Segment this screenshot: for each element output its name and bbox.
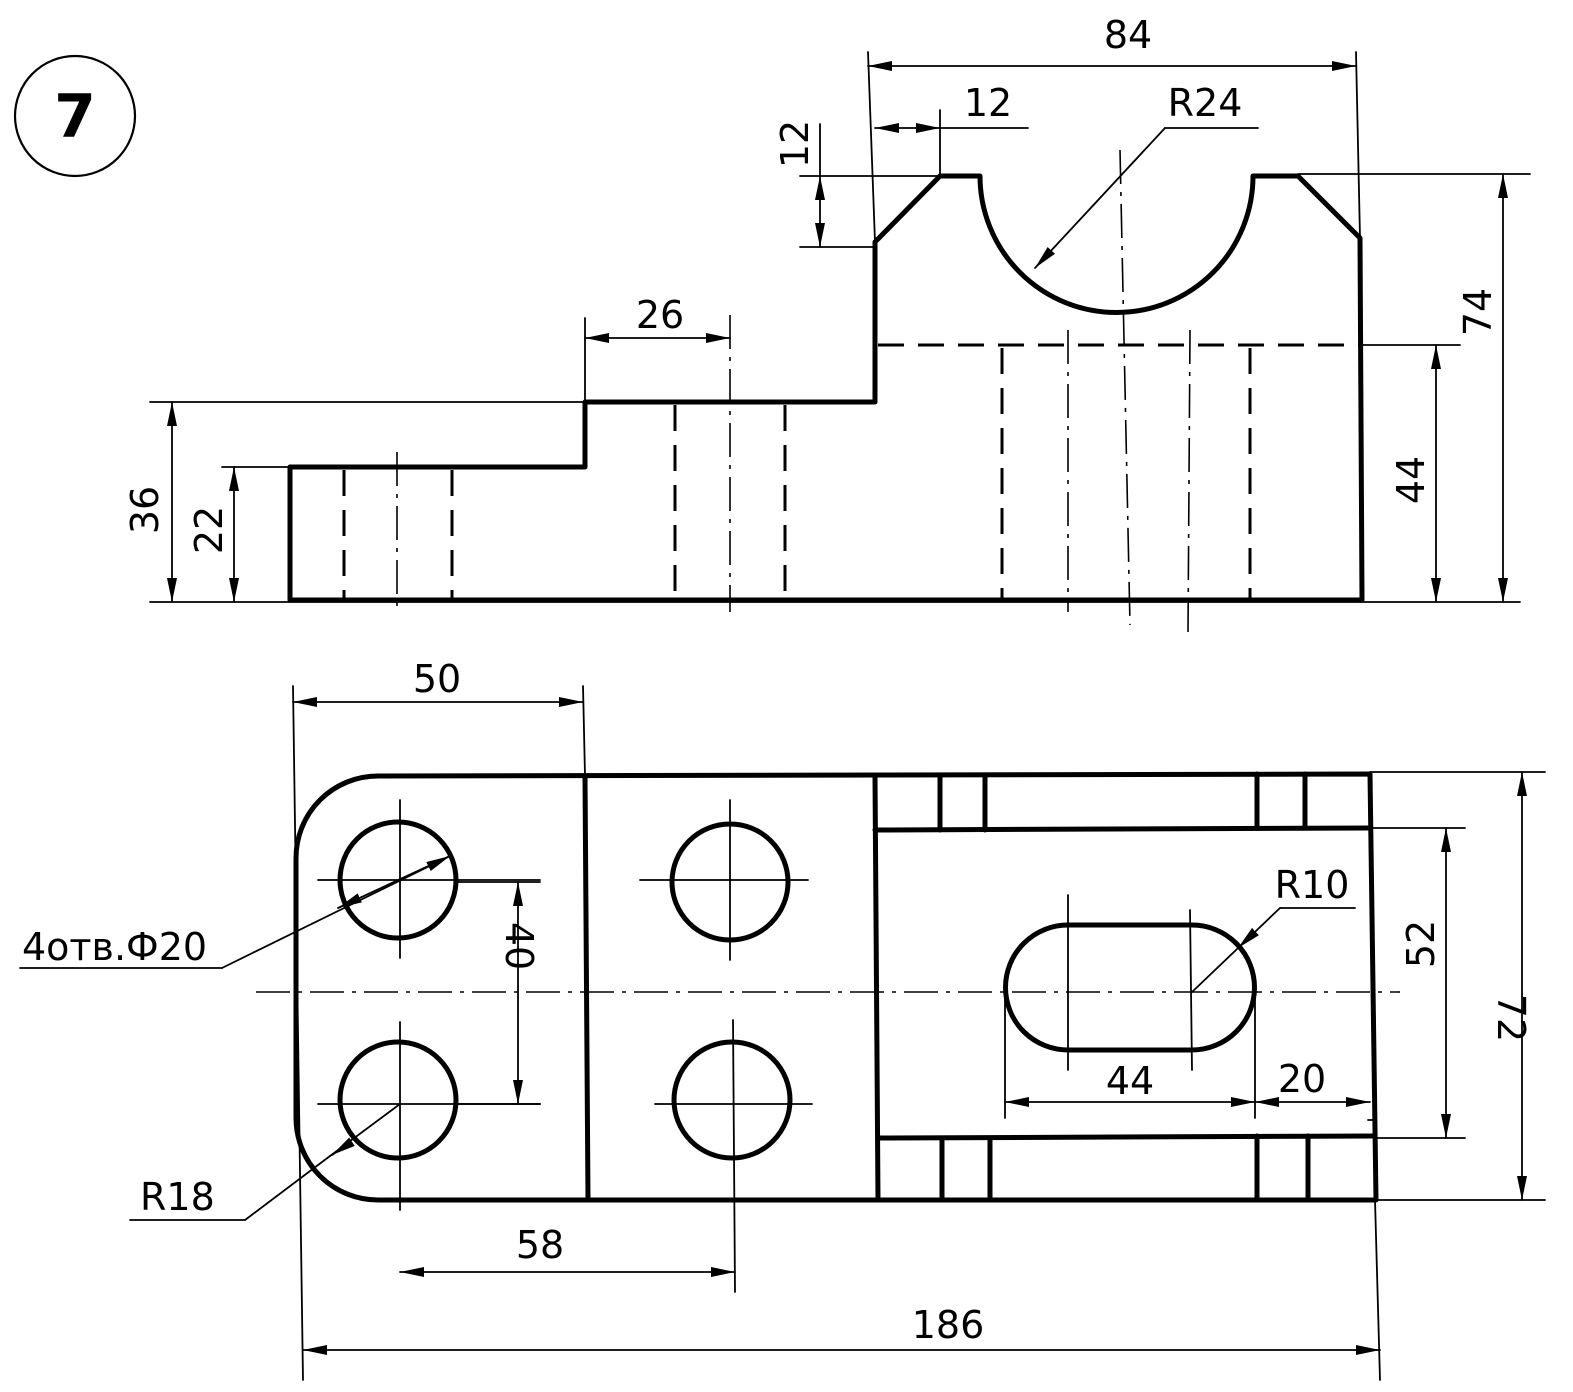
plan-view-outline bbox=[293, 771, 1379, 1203]
dim-26: 26 bbox=[636, 293, 684, 337]
dim-52: 52 bbox=[1399, 920, 1443, 968]
plan-view: 50 40 4отв.Ф20 R18 58 186 R10 44 20 52 7… bbox=[19, 657, 1546, 1381]
hole-bottom-right bbox=[671, 1039, 793, 1161]
dim-84: 84 bbox=[1104, 13, 1152, 57]
dim-22: 22 bbox=[187, 506, 231, 554]
dim-12-chamfer-height: 12 bbox=[773, 120, 817, 168]
dim-74: 74 bbox=[1456, 288, 1500, 336]
holes-note: 4отв.Ф20 bbox=[22, 925, 207, 969]
front-hidden-lines bbox=[342, 343, 1362, 598]
front-dimension-labels: 84 12 R24 12 26 36 22 44 74 bbox=[123, 13, 1500, 554]
front-extension-lines bbox=[149, 51, 1531, 603]
plan-center-lines bbox=[256, 799, 1400, 1293]
dim-36: 36 bbox=[123, 486, 167, 534]
figure-number: 7 bbox=[54, 82, 96, 152]
plan-dimension-lines bbox=[292, 697, 1527, 1355]
dim-44-height: 44 bbox=[1389, 456, 1433, 504]
front-center-lines bbox=[396, 149, 1191, 633]
plan-section-lines bbox=[582, 771, 1378, 1203]
dim-44-slot: 44 bbox=[1106, 1059, 1154, 1103]
dim-12-chamfer-width: 12 bbox=[964, 81, 1012, 125]
dim-40: 40 bbox=[497, 922, 541, 970]
front-view: 84 12 R24 12 26 36 22 44 74 bbox=[123, 13, 1531, 633]
front-dimension-lines bbox=[167, 61, 1508, 603]
mounting-holes bbox=[337, 819, 793, 1161]
dim-58: 58 bbox=[516, 1223, 564, 1267]
front-view-outline bbox=[287, 173, 1365, 603]
dim-20: 20 bbox=[1278, 1057, 1326, 1101]
figure-number-badge: 7 bbox=[13, 54, 137, 178]
plan-dimension-labels: 50 40 4отв.Ф20 R18 58 186 R10 44 20 52 7… bbox=[22, 657, 1533, 1347]
oblong-slot bbox=[1003, 922, 1257, 1053]
plan-extension-lines bbox=[292, 685, 1546, 1381]
dim-50: 50 bbox=[413, 657, 461, 701]
dim-r24: R24 bbox=[1168, 81, 1243, 125]
dim-r10: R10 bbox=[1275, 863, 1350, 907]
dim-r18: R18 bbox=[140, 1175, 215, 1219]
plan-leaders bbox=[19, 855, 1356, 1221]
dim-72: 72 bbox=[1489, 994, 1533, 1042]
dim-186: 186 bbox=[912, 1303, 985, 1347]
hole-bottom-left bbox=[337, 1039, 459, 1161]
